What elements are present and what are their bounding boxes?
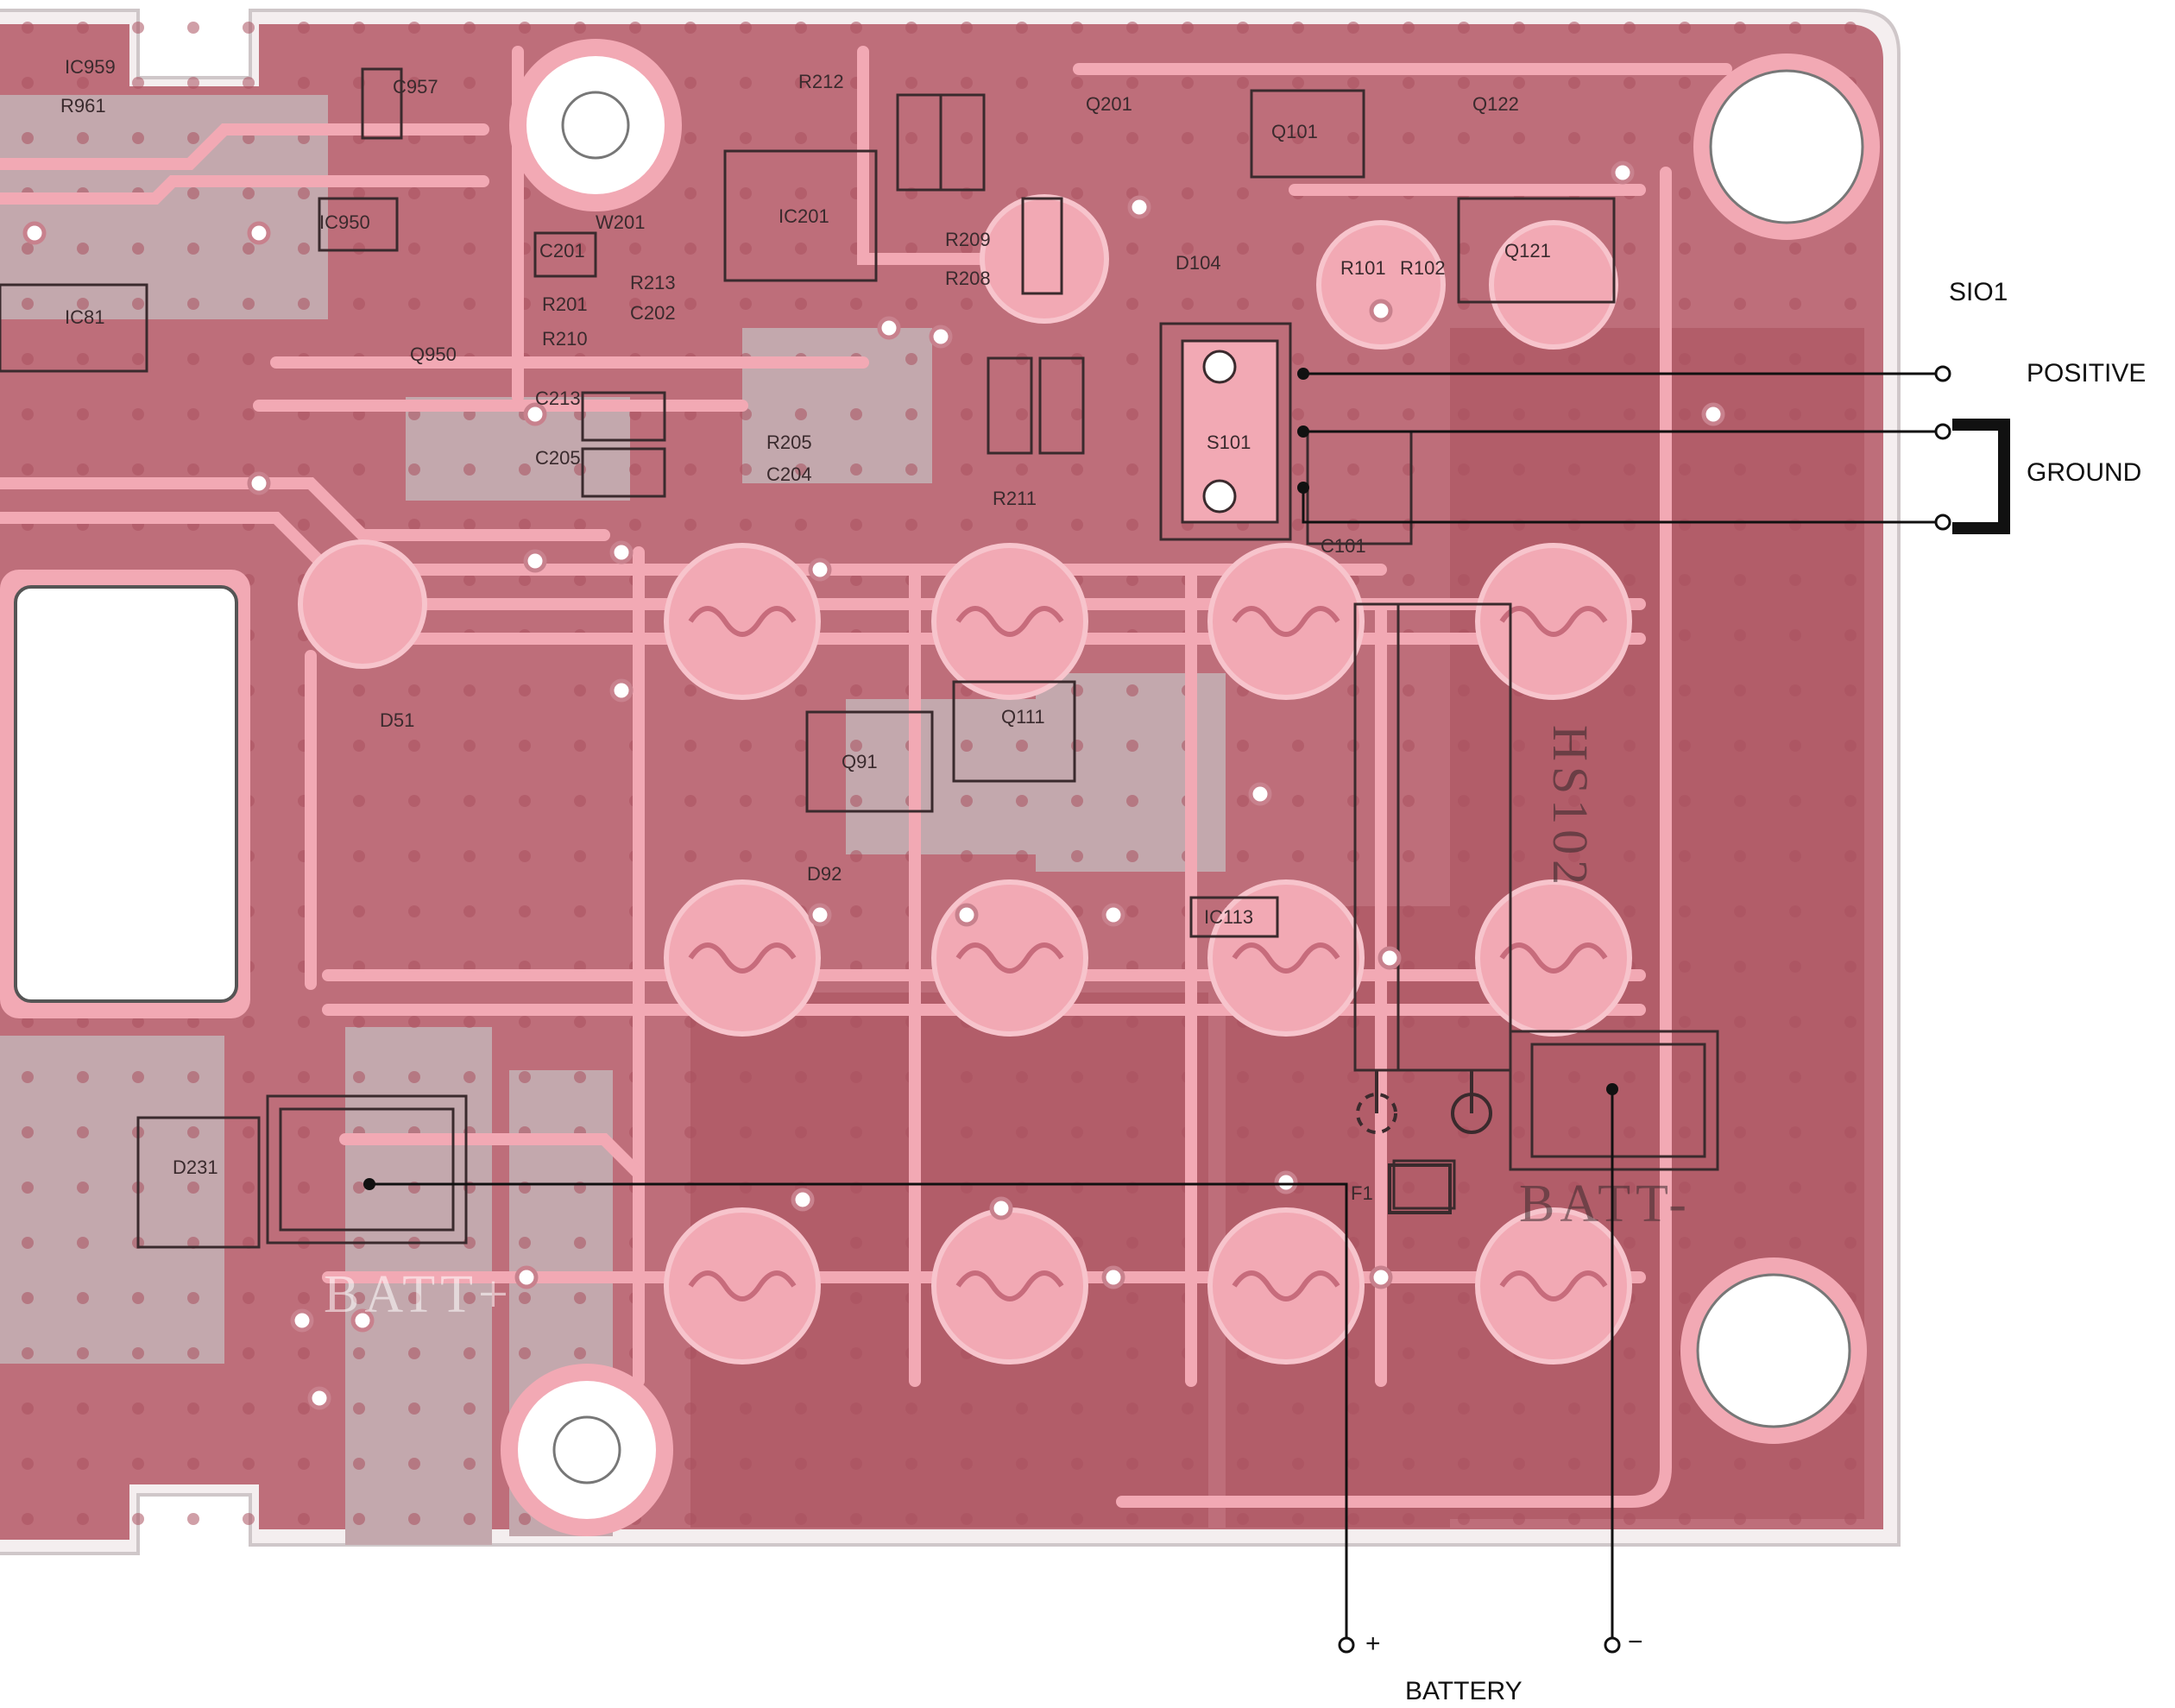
callout-terminals — [1338, 365, 1951, 1654]
battery-label: BATTERY — [1405, 1677, 1522, 1705]
positive-label: POSITIVE — [2027, 359, 2147, 388]
svg-text:R961: R961 — [60, 95, 106, 117]
svg-text:F1: F1 — [1351, 1182, 1373, 1204]
svg-text:R208: R208 — [945, 268, 991, 289]
svg-text:Q121: Q121 — [1504, 240, 1551, 262]
hs102-silk: HS102 — [1542, 725, 1598, 890]
svg-text:C213: C213 — [535, 388, 581, 409]
svg-text:IC959: IC959 — [65, 56, 116, 78]
svg-text:R213: R213 — [630, 272, 676, 293]
svg-text:D92: D92 — [807, 863, 842, 885]
ground-lead-lower — [1302, 488, 1936, 524]
svg-text:W201: W201 — [596, 211, 645, 233]
svg-text:IC113: IC113 — [1204, 906, 1253, 928]
svg-text:D51: D51 — [380, 709, 414, 731]
svg-text:C957: C957 — [393, 76, 438, 98]
callout-lines — [369, 372, 1936, 1638]
battery-plus-terminal-icon — [1338, 1636, 1355, 1654]
callout-junctions — [363, 368, 1618, 1190]
svg-text:Q122: Q122 — [1472, 93, 1519, 115]
ground-terminal-lower-icon — [1934, 514, 1951, 531]
svg-text:C202: C202 — [630, 302, 676, 324]
svg-text:Q111: Q111 — [1001, 706, 1045, 728]
svg-text:Q101: Q101 — [1271, 121, 1318, 142]
svg-text:R102: R102 — [1400, 257, 1446, 279]
battery-minus-label: − — [1628, 1628, 1643, 1656]
svg-text:R201: R201 — [542, 293, 588, 315]
svg-text:Q91: Q91 — [842, 751, 878, 772]
hs102-contacts — [1356, 1070, 1492, 1214]
svg-text:R210: R210 — [542, 328, 588, 350]
svg-text:R209: R209 — [945, 229, 991, 250]
positive-terminal-icon — [1934, 365, 1951, 382]
svg-text:C204: C204 — [766, 463, 812, 485]
batt-plus-silk: BATT+ — [324, 1265, 514, 1324]
silkscreen-refs: IC959 R961 C957 IC950 IC81 IC201 R212 Q1… — [60, 56, 1551, 1204]
switch-s101: S101 — [1181, 339, 1279, 524]
vias — [22, 161, 1725, 1410]
battery-minus-terminal-icon — [1604, 1636, 1621, 1654]
mounting-holes — [501, 39, 1880, 1536]
svg-text:C201: C201 — [539, 240, 585, 262]
svg-text:IC950: IC950 — [319, 211, 370, 233]
ground-label: GROUND — [2027, 458, 2142, 487]
component-outlines — [0, 67, 1719, 1249]
svg-text:R205: R205 — [766, 432, 812, 453]
svg-text:D231: D231 — [173, 1157, 218, 1178]
svg-text:IC201: IC201 — [779, 205, 829, 227]
svg-text:Q950: Q950 — [410, 343, 457, 365]
ground-bracket-icon — [1952, 419, 2010, 534]
svg-text:C205: C205 — [535, 447, 581, 469]
svg-text:S101: S101 — [1207, 432, 1251, 453]
svg-text:Q201: Q201 — [1086, 93, 1132, 115]
svg-text:IC81: IC81 — [65, 306, 104, 328]
svg-text:R211: R211 — [993, 488, 1037, 509]
pad-meanders — [688, 606, 1608, 1301]
svg-text:R212: R212 — [798, 71, 844, 92]
ground-terminal-upper-icon — [1934, 423, 1951, 440]
svg-text:C101: C101 — [1321, 535, 1366, 557]
svg-text:R101: R101 — [1340, 257, 1386, 279]
battery-plus-lead — [369, 1182, 1348, 1638]
svg-text:D104: D104 — [1176, 252, 1221, 274]
battery-plus-label: + — [1365, 1629, 1381, 1658]
connector-label: SIO1 — [1949, 278, 2008, 306]
lcd-window — [0, 570, 250, 1018]
keypad-contact-pads — [298, 194, 1632, 1365]
batt-minus-silk: BATT- — [1519, 1175, 1692, 1233]
